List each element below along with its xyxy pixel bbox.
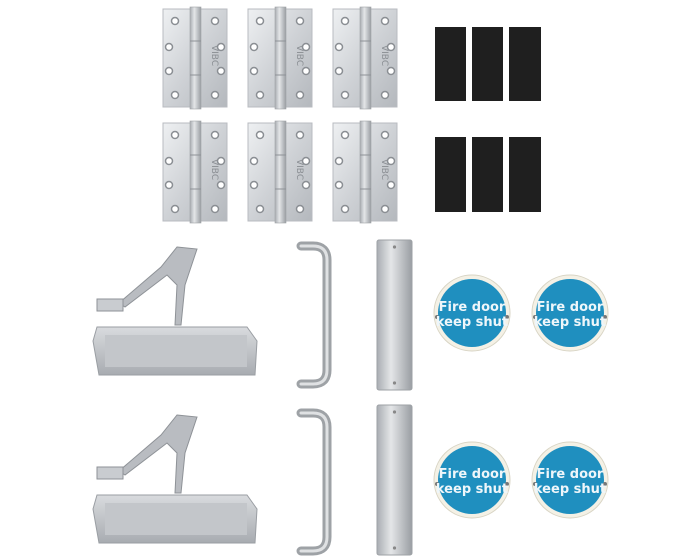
intumescent-pad <box>509 27 541 101</box>
push-plate <box>376 404 413 556</box>
intumescent-pad <box>435 137 466 212</box>
sign-line-1: Fire door <box>439 300 506 315</box>
door-closers <box>92 246 258 544</box>
pull-handle <box>301 246 327 384</box>
hinge <box>162 6 228 110</box>
sign-line-2: keep shut <box>534 315 606 330</box>
pull-handles <box>301 246 327 551</box>
sign-line-1: Fire door <box>537 300 604 315</box>
intumescent-pad <box>435 27 466 101</box>
signs: Fire door keep shut Fire door keep shut … <box>433 274 609 519</box>
hinge <box>332 120 398 224</box>
fire-door-sign: Fire door keep shut <box>531 274 609 352</box>
pull-handle <box>301 413 327 551</box>
fire-door-sign: Fire door keep shut <box>531 441 609 519</box>
hinge <box>247 6 313 110</box>
push-plate <box>376 239 413 391</box>
hinge <box>332 6 398 110</box>
fire-door-sign: Fire door keep shut <box>433 274 511 352</box>
door-closer <box>92 414 258 544</box>
hinge <box>247 120 313 224</box>
fire-door-sign: Fire door keep shut <box>433 441 511 519</box>
intumescent-pads <box>435 27 541 212</box>
hinge <box>162 120 228 224</box>
intumescent-pad <box>472 137 503 212</box>
sign-line-2: keep shut <box>534 482 606 497</box>
sign-line-2: keep shut <box>436 315 508 330</box>
intumescent-pad <box>472 27 503 101</box>
sign-line-1: Fire door <box>439 467 506 482</box>
intumescent-pad <box>509 137 541 212</box>
door-closer <box>92 246 258 376</box>
sign-line-2: keep shut <box>436 482 508 497</box>
push-plates <box>376 239 413 556</box>
sign-line-1: Fire door <box>537 467 604 482</box>
hinges <box>162 6 398 224</box>
